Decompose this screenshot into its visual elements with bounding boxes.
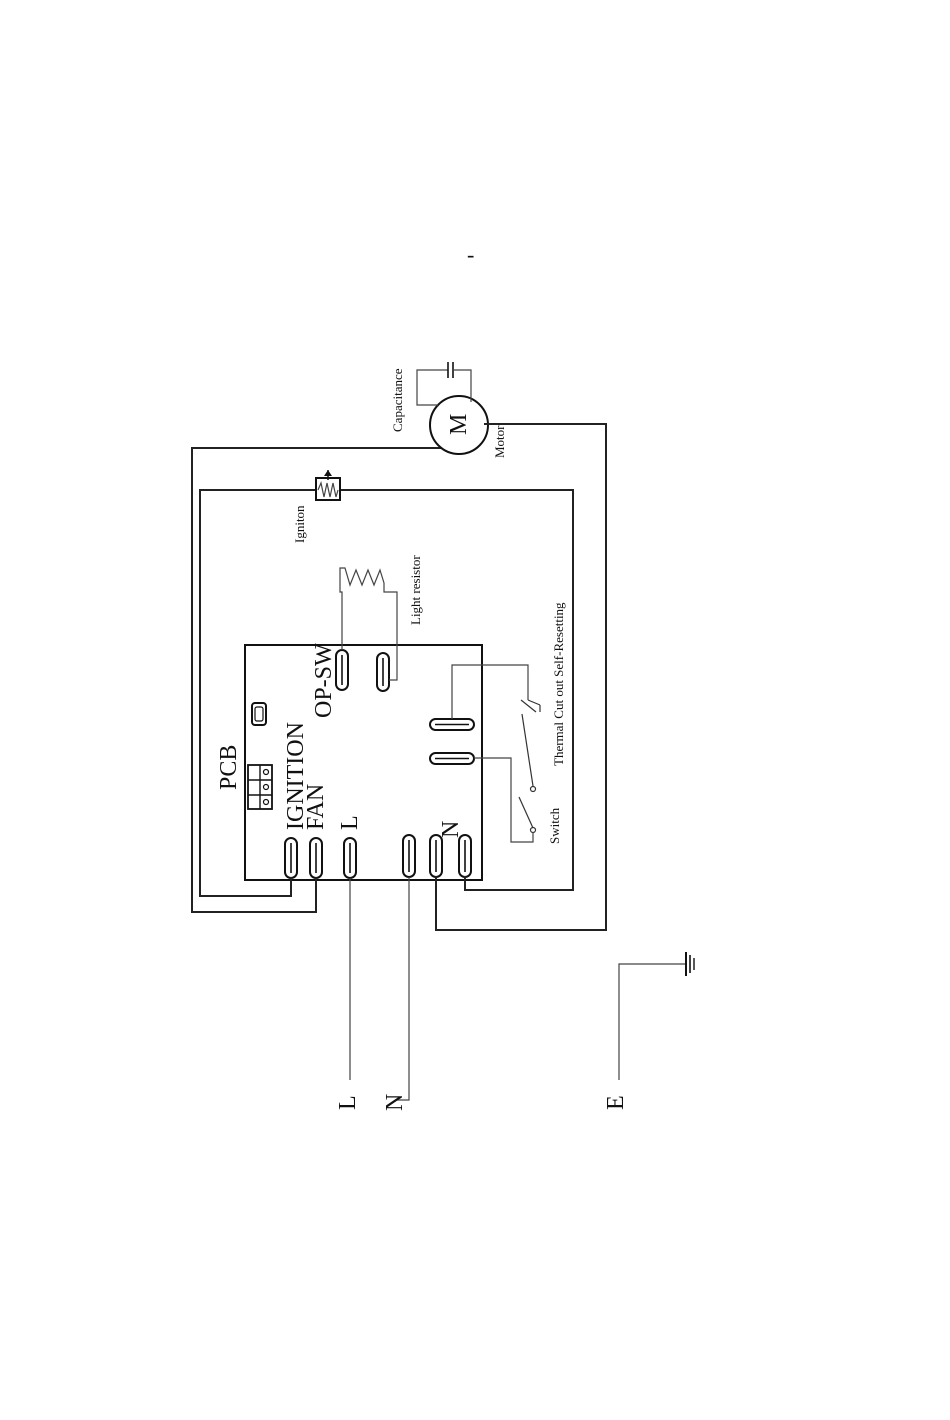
terminal-n1: [403, 835, 415, 877]
thermal-cutout-label: Thermal Cut out Self-Resetting: [551, 602, 566, 766]
igniter-icon: [316, 470, 340, 500]
motor-label: Motor: [492, 425, 507, 458]
terminal-op-sw-2: [377, 653, 389, 691]
fan-label: FAN: [303, 784, 329, 830]
light-resistor-label: Light resistor: [408, 555, 423, 625]
supply-e-label: E: [603, 1095, 629, 1110]
igniter-label: Igniton: [292, 505, 307, 543]
stray-mark: -: [467, 242, 474, 267]
terminal-n2: [430, 835, 442, 877]
motor-symbol: M: [446, 414, 472, 435]
terminal-n3: [459, 835, 471, 877]
ignition-wire: [200, 490, 573, 896]
capacitance-label: Capacitance: [390, 368, 405, 432]
terminal-n-label: N: [438, 821, 464, 838]
pcb-label: PCB: [216, 745, 242, 790]
pcb-connector-block: [248, 765, 272, 809]
pcb-small-component: [252, 703, 266, 725]
terminal-l: [344, 838, 356, 878]
switch-label: Switch: [547, 807, 562, 844]
earth-ground-icon: [686, 952, 694, 976]
earth-wire: [619, 964, 685, 1080]
supply-n-label: N: [382, 1094, 408, 1111]
terminal-ignition: [285, 838, 297, 878]
supply-l-label: L: [335, 1095, 361, 1110]
terminal-fan: [310, 838, 322, 878]
terminal-l-label: L: [337, 815, 363, 830]
terminal-thermal: [430, 719, 474, 730]
supply-n-wire: [396, 877, 409, 1100]
op-sw-label: OP-SW: [311, 643, 337, 718]
terminal-op-sw-1: [336, 650, 348, 690]
terminal-switch: [430, 753, 474, 764]
